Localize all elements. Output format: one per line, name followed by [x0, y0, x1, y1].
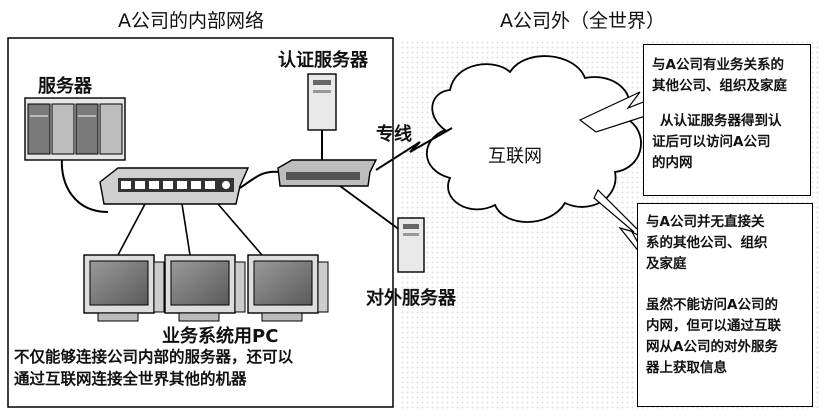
unrelated-detail-line: 虽然不能访问A公司的	[646, 297, 778, 313]
pc1-cable	[117, 203, 146, 256]
internal-network-title: A公司的内部网络	[118, 10, 264, 32]
internet-label: 互联网	[488, 146, 542, 167]
auth-server-tower-icon	[307, 73, 337, 131]
partner-detail-line: 证后可以访问A公司	[652, 134, 771, 150]
dedicated-line-label: 专线	[376, 124, 412, 145]
internet-cloud	[425, 55, 642, 223]
pc2-cable	[181, 203, 191, 256]
pc-2-icon	[164, 254, 246, 322]
partner-box: 与A公司有业务关系的 其他公司、组织及家庭 从认证服务器得到认 证后可以访问A公…	[643, 44, 811, 196]
pc-1-icon	[83, 254, 165, 322]
hub-router-cable	[239, 170, 281, 189]
server-label: 服务器	[38, 76, 92, 97]
partner-detail-line: 从认证服务器得到认	[660, 113, 782, 129]
server-cable	[60, 157, 109, 213]
internal-caption: 不仅能够连接公司内部的服务器，还可以 通过互联网连接全世界其他的机器	[14, 346, 293, 390]
internal-caption-line: 不仅能够连接公司内部的服务器，还可以	[14, 348, 294, 366]
unrelated-detail-line: 器上获取信息	[646, 360, 727, 376]
auth-server-label: 认证服务器	[278, 50, 368, 71]
unrelated-detail-line: 内网，但可以通过互联	[646, 318, 781, 334]
outside-world-title: A公司外（全世界）	[500, 10, 665, 32]
pc-3-icon	[247, 254, 329, 322]
router-icon	[277, 159, 378, 187]
partner-title-line: 其他公司、组织及家庭	[652, 78, 787, 94]
server-rack-icon	[24, 97, 126, 161]
pc3-cable	[217, 203, 263, 256]
unrelated-detail-line: 网从A公司的对外服务	[646, 339, 778, 355]
unrelated-title-line: 系的其他公司、组织	[646, 235, 768, 251]
internal-network-boundary	[7, 37, 394, 408]
network-hub-icon	[99, 167, 250, 205]
external-server-label: 对外服务器	[366, 288, 456, 309]
unrelated-title-line: 及家庭	[646, 256, 687, 272]
partner-title-line: 与A公司有业务关系的	[652, 57, 784, 73]
partner-detail-line: 的内网	[652, 155, 693, 171]
external-server-tower-icon	[397, 217, 425, 273]
business-pc-label: 业务系统用PC	[162, 326, 279, 347]
unrelated-box: 与A公司并无直接关 系的其他公司、组织 及家庭 虽然不能访问A公司的 内网，但可…	[637, 203, 813, 407]
unrelated-title-line: 与A公司并无直接关	[646, 214, 765, 230]
dedicated-line-link	[375, 127, 453, 171]
external-server-cable	[339, 185, 409, 237]
internal-caption-line: 通过互联网连接全世界其他的机器	[14, 370, 247, 388]
